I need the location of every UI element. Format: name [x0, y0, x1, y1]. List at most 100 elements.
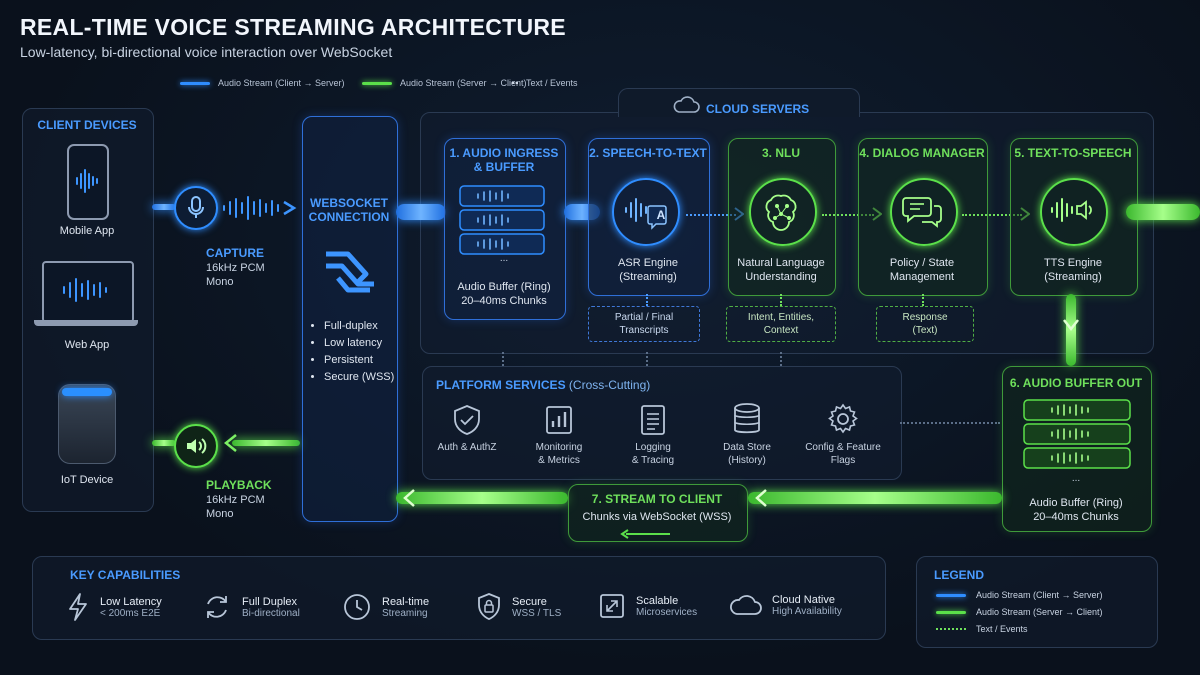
websocket-panel [302, 116, 398, 522]
tts-engine-icon [1040, 178, 1108, 246]
tts-label-2: (Streaming) [1044, 271, 1102, 283]
stage7-arrow-icon [620, 526, 672, 539]
feature-persistent: Persistent [324, 352, 396, 369]
nlu-note-connector [780, 294, 782, 306]
top-legend-blue: Audio Stream (Client → Server) [180, 78, 345, 88]
stt-label-1: ASR Engine [618, 257, 678, 269]
capability-low-latency: Low Latency< 200ms E2E [66, 592, 162, 622]
platform-services-panel [422, 366, 902, 480]
playback-channels: Mono [206, 508, 234, 520]
capture-channels: Mono [206, 276, 234, 288]
asr-engine-icon: A [612, 178, 680, 246]
nlu-to-dialog-arrow [822, 214, 874, 216]
stage7-label: Chunks via WebSocket (WSS) [582, 511, 732, 523]
playback-arrow-icon [222, 433, 238, 453]
capability-real-time-title: Real-time [382, 595, 430, 608]
mobile-device-icon [67, 144, 109, 220]
platform-services-header: PLATFORM SERVICES (Cross-Cutting) [436, 378, 650, 392]
websocket-title-2: CONNECTION [308, 210, 390, 224]
tts-output-stream [1126, 204, 1200, 220]
cloud-native-icon [730, 595, 762, 615]
microphone-icon [174, 186, 218, 230]
capability-low-latency-sub: < 200ms E2E [100, 607, 161, 619]
dialog-label-2: Management [889, 271, 955, 283]
chat-bubble-icon [890, 178, 958, 246]
chart-icon [544, 404, 574, 436]
green-line-swatch [362, 81, 392, 85]
feature-secure: Secure (WSS) [324, 369, 396, 386]
platform-header-label: PLATFORM SERVICES [436, 378, 566, 392]
platform-auth-label: Auth & AuthZ [437, 442, 497, 453]
legend-header: LEGEND [934, 568, 985, 582]
legend-green-swatch [936, 610, 966, 614]
dots-swatch [512, 82, 518, 84]
ingress-label-1: Audio Buffer (Ring) [457, 281, 551, 293]
capability-full-duplex-title: Full Duplex [242, 595, 298, 608]
websocket-title-1: WEBSOCKET [310, 196, 388, 210]
legend-blue-label: Audio Stream (Client → Server) [976, 590, 1103, 600]
top-legend-green-label: Audio Stream (Server → Client) [400, 78, 527, 88]
laptop-base [34, 320, 138, 326]
playback-stream [232, 440, 300, 446]
stt-note-connector [646, 294, 648, 306]
feature-full-duplex: Full-duplex [324, 318, 396, 335]
capability-secure-title: Secure [512, 595, 547, 608]
stage1-title-2: & BUFFER [473, 160, 535, 174]
smart-speaker-icon [58, 384, 116, 464]
capability-cloud-native-sub: High Availability [772, 605, 842, 617]
return-arrowhead-1 [754, 488, 768, 508]
stt-label-2: (Streaming) [619, 271, 677, 283]
legend-panel [916, 556, 1158, 648]
tts-label-1: TTS Engine [1043, 257, 1103, 269]
feature-low-latency: Low latency [324, 335, 396, 352]
mobile-app-label: Mobile App [59, 225, 115, 237]
expand-icon [600, 594, 624, 618]
tts-down-arrowhead [1062, 318, 1080, 332]
platform-connector-2 [646, 352, 648, 366]
top-legend-dots: Text / Events [512, 78, 578, 88]
sync-icon [207, 596, 227, 618]
capability-scalable-sub: Microservices [636, 606, 698, 618]
legend-green-label: Audio Stream (Server → Client) [976, 607, 1103, 617]
platform-monitoring-label-2: & Metrics [538, 455, 580, 466]
legend-dots: Text / Events [936, 624, 1028, 634]
stt-note-2: Transcripts [619, 325, 669, 336]
stage2-title: 2. SPEECH-TO-TEXT [589, 146, 707, 160]
platform-connector-1 [502, 352, 504, 366]
platform-logging-label-1: Logging [635, 442, 671, 453]
lightning-icon [69, 593, 87, 621]
key-capabilities-header: KEY CAPABILITIES [70, 568, 181, 582]
web-app-label: Web App [64, 339, 110, 351]
stream-client-to-websocket [396, 492, 568, 504]
shield-lock-icon [478, 593, 500, 620]
buffer-out-label-1: Audio Buffer (Ring) [1029, 497, 1123, 509]
capability-low-latency-title: Low Latency [100, 595, 162, 608]
dialog-note-connector [922, 294, 924, 306]
clock-icon [344, 594, 370, 620]
legend-dots-swatch [936, 628, 966, 630]
speaker-icon [174, 424, 218, 468]
buffer-to-stream-client [748, 492, 1002, 504]
stt-note-box: Partial / Final Transcripts [588, 306, 700, 342]
buffer-out-dots: ... [1071, 473, 1081, 484]
nlu-note-1: Intent, Entities, [747, 312, 815, 323]
buffer-out-label-2: 20–40ms Chunks [1033, 511, 1119, 523]
platform-logging-label-2: & Tracing [631, 455, 675, 466]
stt-note-1: Partial / Final [614, 312, 674, 323]
stage6-title: 6. AUDIO BUFFER OUT [1009, 376, 1143, 390]
capability-cloud-native-title: Cloud Native [772, 593, 835, 606]
playback-title: PLAYBACK [206, 478, 272, 492]
stage5-title: 5. TEXT-TO-SPEECH [1014, 146, 1132, 160]
platform-datastore-label-2: (History) [728, 455, 766, 466]
capture-waveform [220, 194, 300, 222]
page-subtitle: Low-latency, bi-directional voice intera… [20, 44, 393, 60]
ingress-stream [396, 204, 446, 220]
client-devices-header: CLIENT DEVICES [37, 118, 137, 132]
playback-stream-out [152, 440, 176, 446]
dialog-note-1: Response [902, 312, 948, 323]
stage4-title: 4. DIALOG MANAGER [859, 146, 985, 160]
